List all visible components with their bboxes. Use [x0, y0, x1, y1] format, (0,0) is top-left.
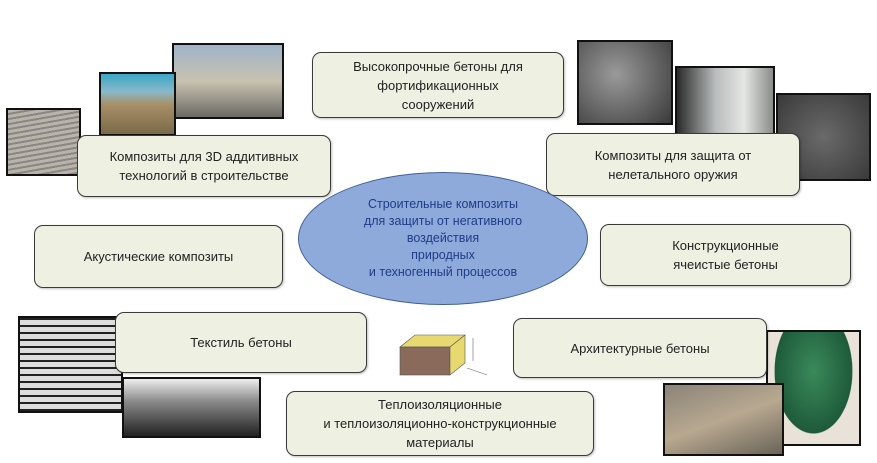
printed-wall-photo [6, 108, 81, 176]
box-high-strength-concrete: Высокопрочные бетоны для фортификационны… [312, 52, 564, 118]
3d-printer-street-photo [172, 43, 284, 119]
box-cellular-concrete: Конструкционные ячеистые бетоны [600, 224, 851, 286]
box-label: Композиты для защита от нелетального ору… [594, 147, 752, 182]
decorative-bench-photo [663, 383, 784, 456]
insulation-block-drawing-icon [395, 333, 490, 378]
fiber-concrete-photo [122, 377, 261, 438]
box-label: Архитектурные бетоны [570, 340, 710, 356]
box-acoustic-composites: Акустические композиты [34, 225, 283, 288]
box-label: Композиты для 3D аддитивных технологий в… [109, 149, 299, 183]
box-label: Высокопрочные бетоны для фортификационны… [353, 58, 523, 112]
box-thermal-insulation: Теплоизоляционные и теплоизоляционно-кон… [286, 391, 594, 456]
box-label: Акустические композиты [83, 249, 234, 264]
box-label: Текстиль бетоны [190, 335, 292, 350]
box-non-lethal-protection: Композиты для защита от нелетального ору… [546, 133, 800, 196]
box-3d-additive-composites: Композиты для 3D аддитивных технологий в… [77, 135, 331, 197]
textile-mesh-photo [18, 316, 123, 413]
box-label: Конструкционные ячеистые бетоны [672, 238, 779, 272]
central-ellipse: Строительные композиты для защиты от нег… [298, 172, 588, 305]
layered-print-photo [99, 72, 176, 136]
central-label: Строительные композиты для защиты от нег… [363, 197, 523, 279]
box-architectural-concrete: Архитектурные бетоны [513, 318, 767, 378]
microstructure-photo-1 [577, 40, 673, 125]
box-label: Теплоизоляционные и теплоизоляционно-кон… [323, 397, 557, 450]
box-textile-concrete: Текстиль бетоны [115, 312, 367, 373]
